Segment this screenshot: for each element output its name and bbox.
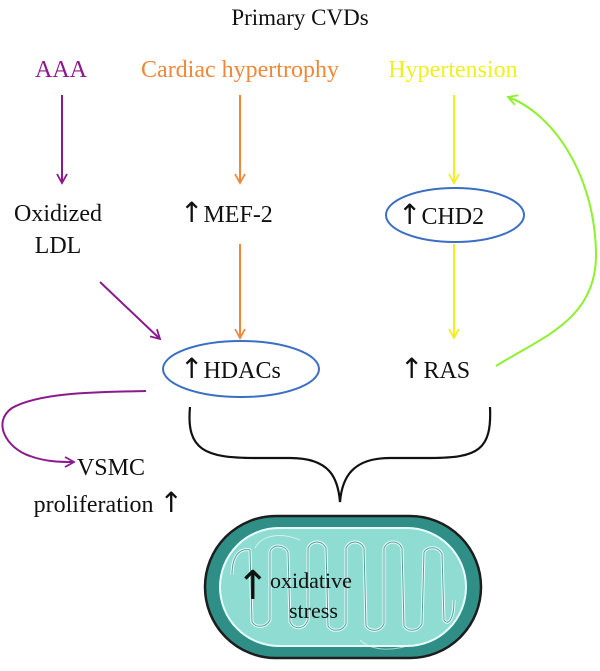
node-hdacs-label: HDACs (203, 358, 281, 384)
node-oxidized-ldl: Oxidized LDL (14, 198, 102, 263)
disease-cardiac-hypertrophy: Cardiac hypertrophy (141, 57, 339, 83)
node-mef2: ↑MEF-2 (180, 196, 273, 229)
node-ras-label: RAS (423, 358, 471, 384)
node-oxidative-line2: stress (289, 598, 338, 623)
up-arrow-icon: ↑ (398, 198, 422, 231)
node-oxidative-line1: oxidative (270, 568, 352, 593)
node-vsmc-line1: VSMC (76, 455, 145, 481)
node-mef2-label: MEF-2 (203, 202, 273, 228)
converging-brace (188, 406, 492, 503)
mitochondrion-icon (203, 514, 483, 660)
node-ras: ↑RAS (400, 352, 471, 385)
node-vsmc-proliferation: VSMC proliferation↑ (13, 452, 183, 522)
disease-hypertension: Hypertension (388, 57, 518, 83)
node-chd2: ↑CHD2 (398, 198, 485, 231)
node-vsmc-line2: proliferation↑ (13, 484, 183, 522)
up-arrow-icon: ↑ (180, 196, 204, 229)
arrow-oxidized-ldl-to-hdacs (99, 281, 162, 341)
chd2-ellipse (385, 187, 525, 243)
up-arrow-icon: ↑ (236, 563, 270, 609)
node-vsmc-line2-text: proliferation (33, 492, 154, 519)
up-arrow-icon: ↑ (400, 352, 424, 385)
disease-aaa: AAA (35, 57, 87, 83)
diagram-title: Primary CVDs (231, 5, 369, 30)
up-arrow-icon: ↑ (159, 486, 183, 520)
arrow-hdacs-to-vsmc (1, 390, 147, 468)
node-hdacs: ↑HDACs (180, 352, 281, 385)
hdacs-ellipse (162, 340, 320, 398)
node-oxidized-ldl-line1: Oxidized (14, 201, 102, 227)
up-arrow-icon: ↑ (180, 352, 204, 385)
node-oxidized-ldl-line2: LDL (34, 233, 82, 260)
arrow-ras-to-hypertension (495, 94, 598, 367)
node-chd2-label: CHD2 (421, 204, 485, 230)
